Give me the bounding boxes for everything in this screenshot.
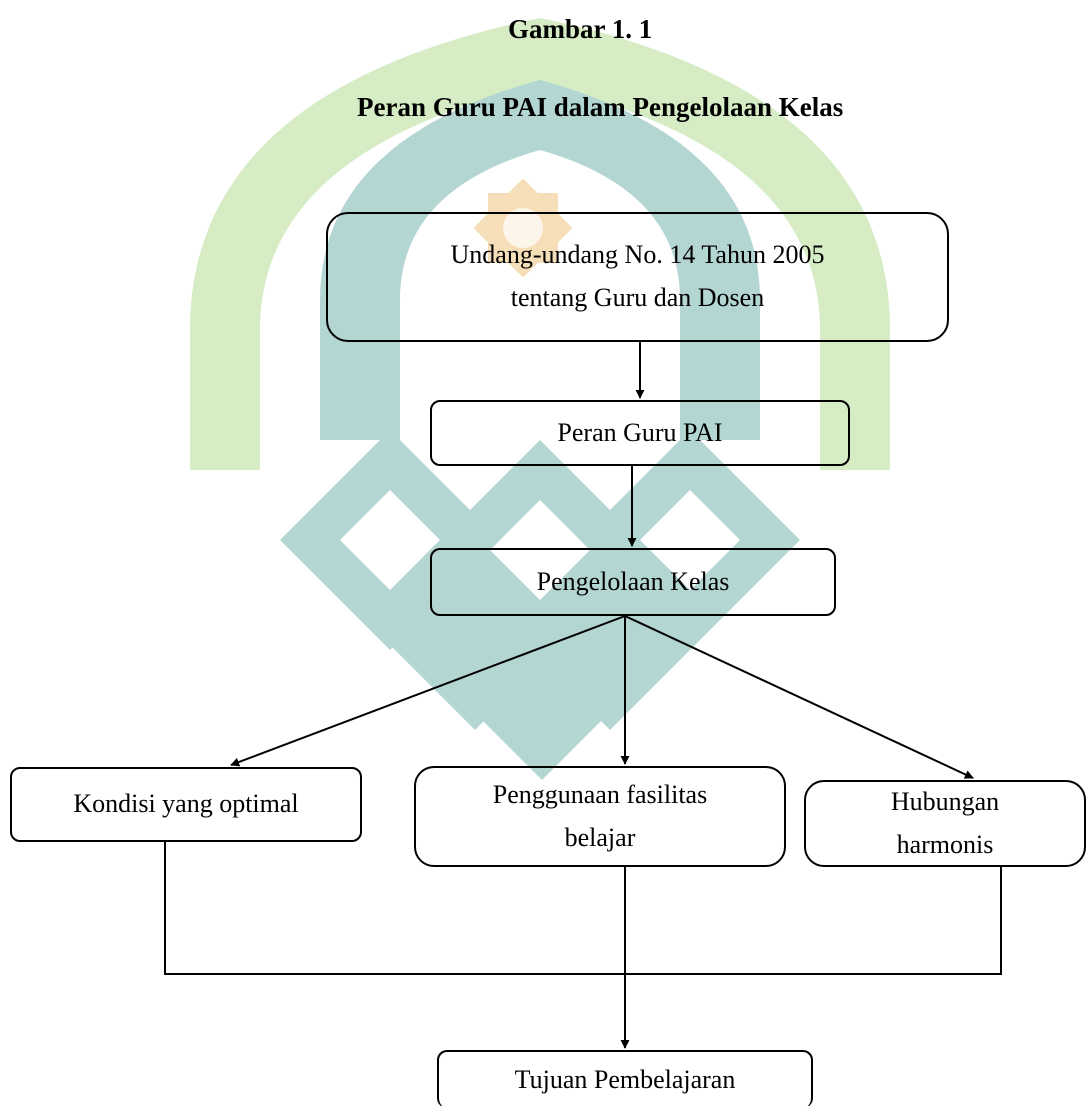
- node-learning-facilities-line1: Penggunaan fasilitas: [492, 779, 708, 809]
- node-optimal-condition-label: Kondisi yang optimal: [73, 789, 299, 819]
- node-class-management-label: Pengelolaan Kelas: [536, 566, 730, 596]
- node-learning-goal: Tujuan Pembelajaran: [437, 1050, 813, 1106]
- arrow-management-to-relation: [624, 615, 974, 779]
- node-teacher-role-label: Peran Guru PAI: [557, 417, 723, 447]
- node-harmonious-relation: Hubungan harmonis: [804, 780, 1086, 867]
- watermark-knot-pattern: [280, 430, 800, 780]
- node-learning-facilities-line2: belajar: [564, 822, 636, 852]
- watermark-arch-outer: [190, 18, 890, 470]
- node-learning-facilities: Penggunaan fasilitas belajar: [414, 766, 786, 867]
- node-learning-goal-label: Tujuan Pembelajaran: [514, 1064, 736, 1094]
- node-law: Undang-undang No. 14 Tahun 2005 tentang …: [326, 212, 949, 342]
- node-class-management: Pengelolaan Kelas: [430, 548, 836, 616]
- watermark-star-center: [503, 208, 543, 248]
- node-teacher-role: Peran Guru PAI: [430, 400, 850, 466]
- figure-title: Peran Guru PAI dalam Pengelolaan Kelas: [357, 92, 844, 122]
- figure-label: Gambar 1. 1: [508, 14, 653, 44]
- watermark-arch-inner: [320, 80, 760, 440]
- node-harmonious-relation-line1: Hubungan: [890, 786, 1000, 816]
- node-harmonious-relation-line2: harmonis: [896, 829, 994, 859]
- node-optimal-condition: Kondisi yang optimal: [10, 767, 362, 842]
- arrow-management-to-condition: [230, 615, 626, 767]
- node-law-line2: tentang Guru dan Dosen: [510, 283, 765, 312]
- node-law-line1: Undang-undang No. 14 Tahun 2005: [450, 240, 825, 270]
